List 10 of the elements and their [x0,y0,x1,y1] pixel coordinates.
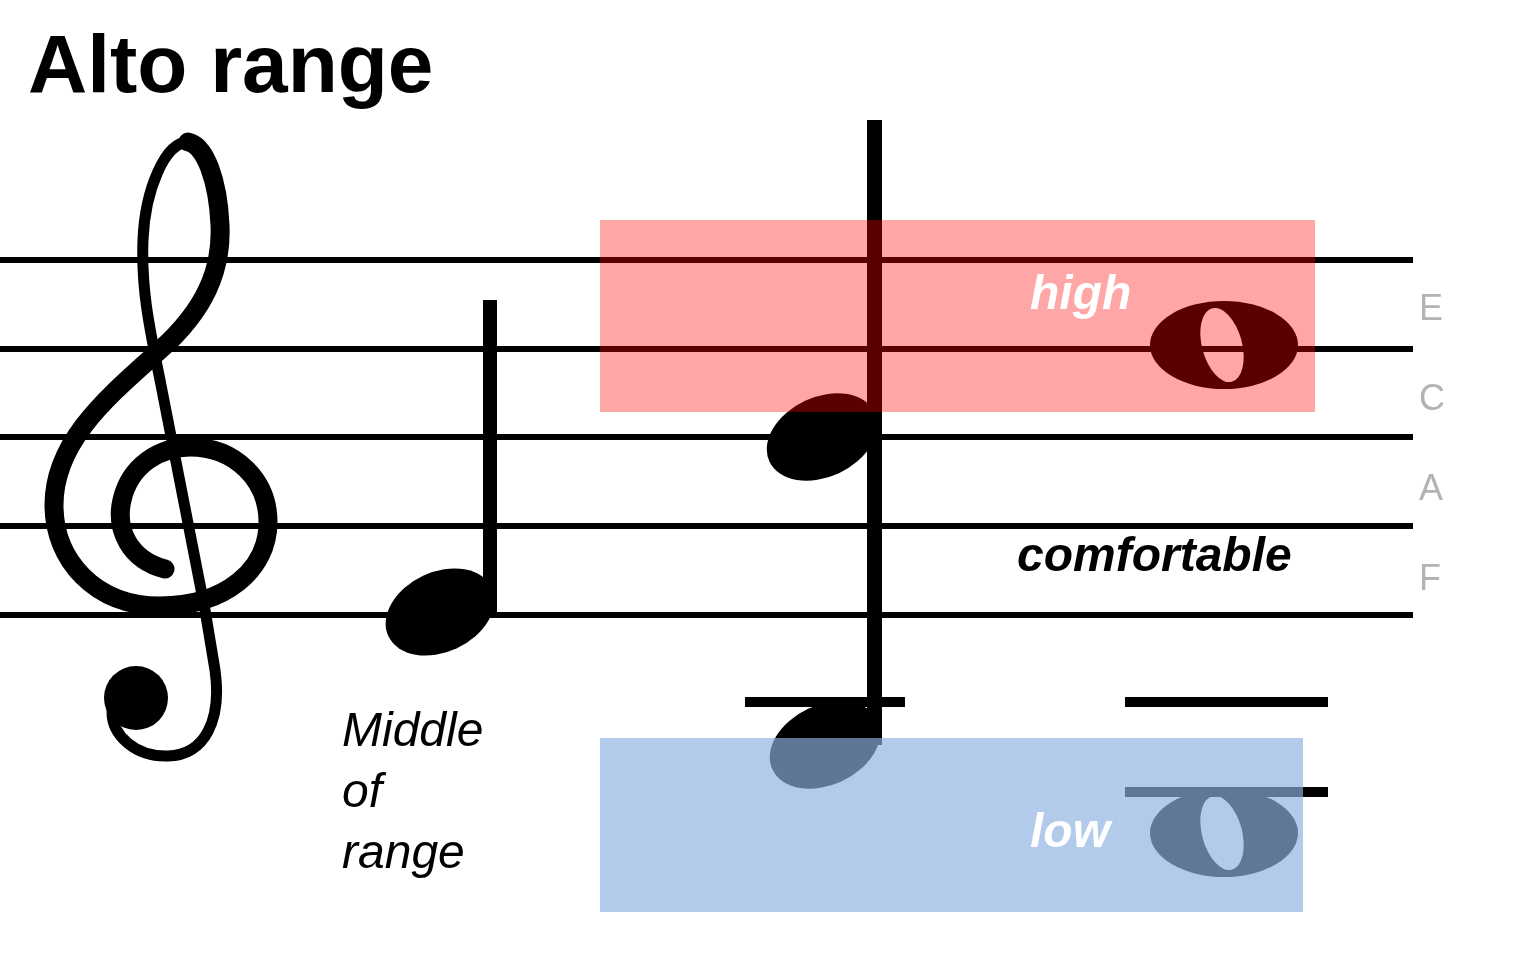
range-label: comfortable [1017,531,1292,579]
low-range-band [600,738,1303,912]
note-name: E [1419,290,1443,326]
note-name: C [1419,380,1445,416]
note-name: F [1419,560,1441,596]
band-label: high [1030,269,1132,317]
high-range-band [600,220,1315,412]
note-label: Middle of range [342,702,485,880]
whole-note [1150,301,1298,389]
note-name: A [1419,470,1443,506]
